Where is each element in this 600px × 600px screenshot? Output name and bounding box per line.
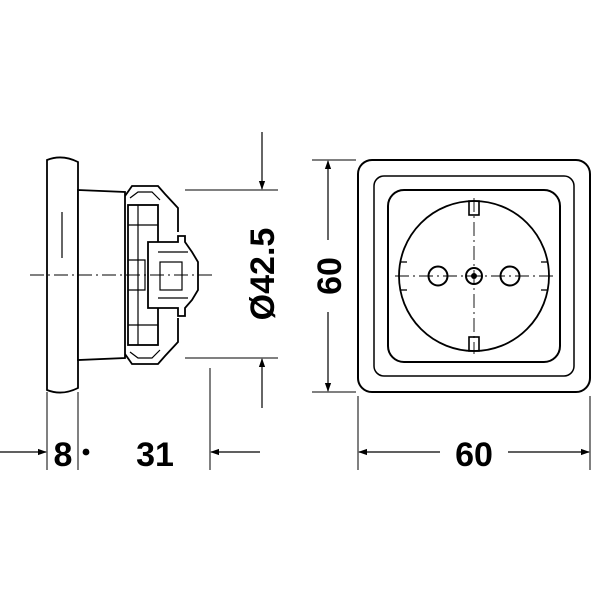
side-claw-top (124, 185, 179, 232)
front-outer-frame (357, 159, 591, 393)
height-label: 60 (311, 257, 349, 295)
side-claw-bottom (124, 318, 179, 365)
front-inner-frame (373, 175, 575, 377)
diameter-extension-lines (185, 189, 278, 359)
side-mounting-body (77, 189, 126, 361)
height-extension-lines (312, 159, 356, 393)
front-centerlines (395, 198, 553, 354)
depth-extension-lines (46, 368, 211, 470)
depth-dot (82, 448, 90, 456)
depth-plate-label: 8 (54, 436, 73, 474)
width-extension-lines (357, 396, 591, 470)
depth-body-label: 31 (136, 436, 174, 474)
side-terminal-block (147, 235, 199, 317)
diameter-label: Ø42.5 (244, 228, 282, 321)
front-socket-square (387, 189, 561, 363)
width-label: 60 (455, 436, 493, 474)
